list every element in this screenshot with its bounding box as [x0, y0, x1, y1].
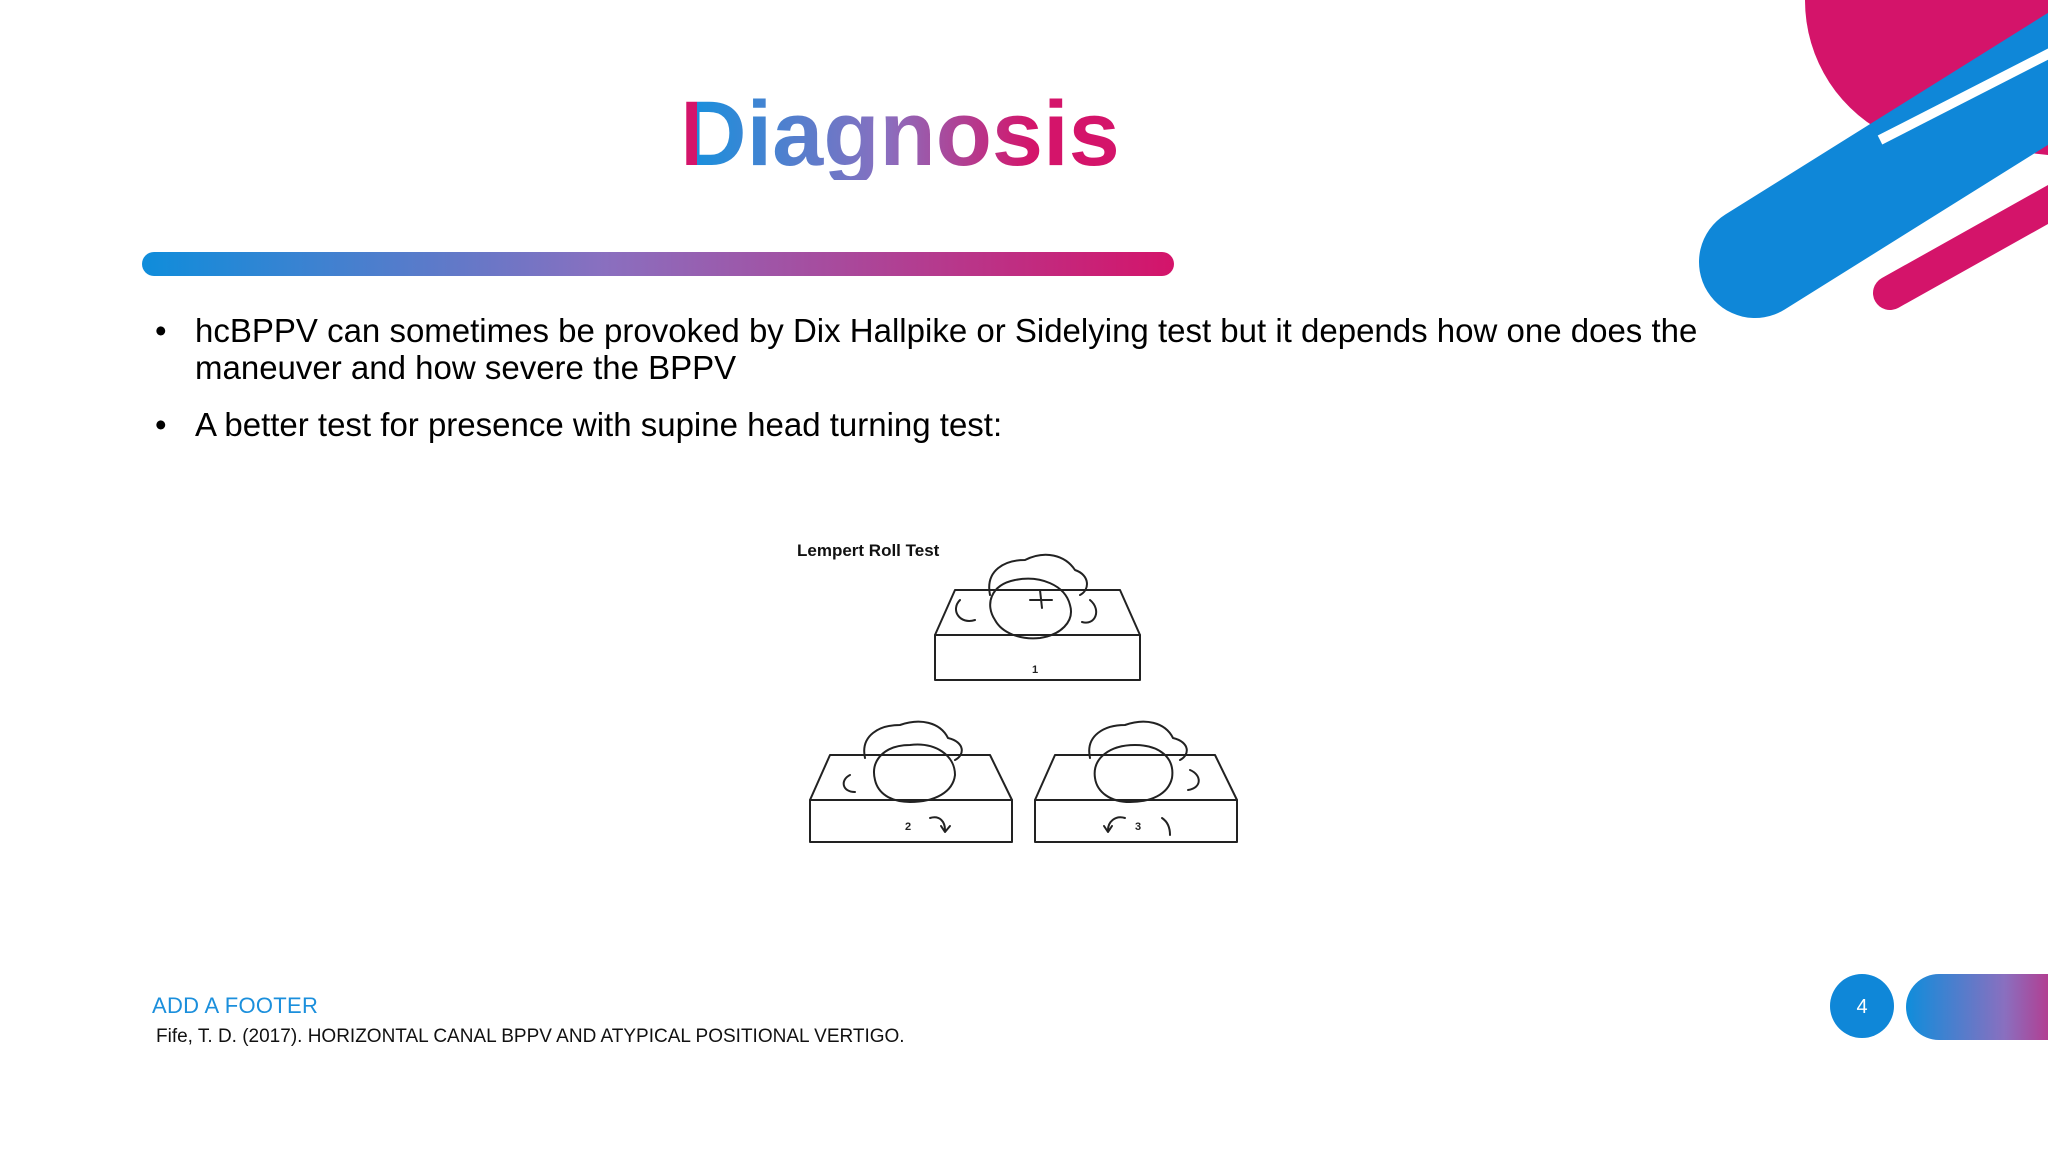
- corner-blue-stroke: [1699, 13, 2048, 318]
- corner-magenta-stroke: [1873, 185, 2048, 310]
- bullet-dot: •: [155, 406, 167, 443]
- bullet-dot: •: [155, 312, 167, 349]
- footer-pill: [1906, 974, 2048, 1040]
- figure-step-2: [809, 720, 1013, 843]
- lempert-roll-test-illustration: 1 2 3: [809, 553, 1238, 843]
- bullet-text: hcBPPV can sometimes be provoked by Dix …: [195, 312, 1698, 386]
- bullet-item: • A better test for presence with supine …: [150, 406, 1750, 443]
- slide-title: Diagnosis: [0, 88, 1800, 180]
- corner-white-divider: [1877, 48, 2048, 145]
- footer-text: ADD A FOOTER: [152, 993, 319, 1018]
- page-number-badge: 4: [1830, 974, 1894, 1038]
- figure-step-label: 2: [905, 821, 911, 833]
- bullet-item: • hcBPPV can sometimes be provoked by Dix…: [150, 312, 1750, 386]
- title-underline-bar: [142, 252, 1174, 276]
- citation-text: Fife, T. D. (2017). HORIZONTAL CANAL BPP…: [156, 1026, 905, 1047]
- bullet-list: • hcBPPV can sometimes be provoked by Dix…: [150, 312, 1750, 463]
- bullet-text: A better test for presence with supine h…: [195, 406, 1003, 443]
- figure-title: Lempert Roll Test: [797, 541, 940, 560]
- figure-step-label: 1: [1032, 664, 1038, 676]
- figure-step-1: [934, 553, 1141, 681]
- figure-step-label: 3: [1135, 821, 1141, 833]
- figure-step-3: [1034, 720, 1238, 843]
